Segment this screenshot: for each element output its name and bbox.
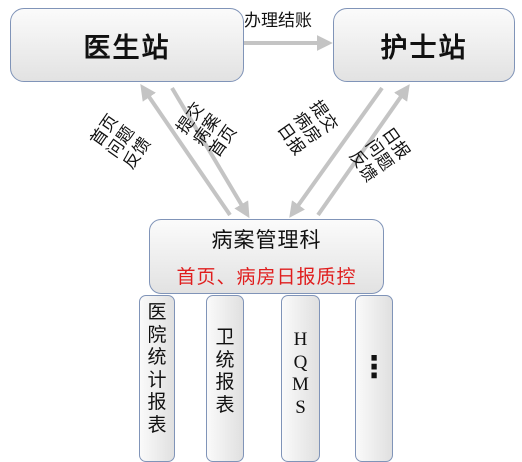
col-char: 计 <box>147 368 167 391</box>
col-char: 院 <box>147 323 167 346</box>
col-char: 统 <box>215 348 235 371</box>
column-hqms: H Q M S <box>281 295 320 462</box>
col-char: 报 <box>215 371 235 393</box>
column-hospital-stats: 医 院 统 计 报 表 <box>139 295 175 462</box>
col-char: 报 <box>147 391 167 413</box>
arrow-nurse-to-records <box>289 86 384 218</box>
doctor-station-label: 医生站 <box>83 32 171 64</box>
column-more: ⋮ <box>355 295 393 462</box>
records-management-box: 病案管理科 首页、病房日报质控 <box>149 219 384 294</box>
arrow-records-to-doctor <box>140 84 232 217</box>
doctor-station-box: 医生站 <box>10 8 244 82</box>
col-char: 医 <box>147 301 167 323</box>
col-char: M <box>292 374 309 395</box>
column-health-stats: 卫 统 报 表 <box>206 295 244 462</box>
col-char: 卫 <box>215 326 235 348</box>
col-char: 表 <box>215 393 235 416</box>
arrow-records-to-nurse <box>316 84 410 217</box>
ellipsis-icon: ⋮ <box>359 350 389 385</box>
nurse-station-label: 护士站 <box>380 32 468 64</box>
label-doctor-to-nurse: 办理结账 <box>244 11 312 31</box>
col-char: 表 <box>147 413 167 436</box>
col-char: 统 <box>147 346 167 368</box>
col-char: S <box>295 396 306 418</box>
quality-control-label: 首页、病房日报质控 <box>176 266 357 288</box>
nurse-station-box: 护士站 <box>333 8 515 82</box>
col-char: H <box>293 329 308 350</box>
col-char: Q <box>293 351 308 373</box>
arrow-doctor-to-records <box>170 86 250 219</box>
records-management-label: 病案管理科 <box>211 228 322 252</box>
